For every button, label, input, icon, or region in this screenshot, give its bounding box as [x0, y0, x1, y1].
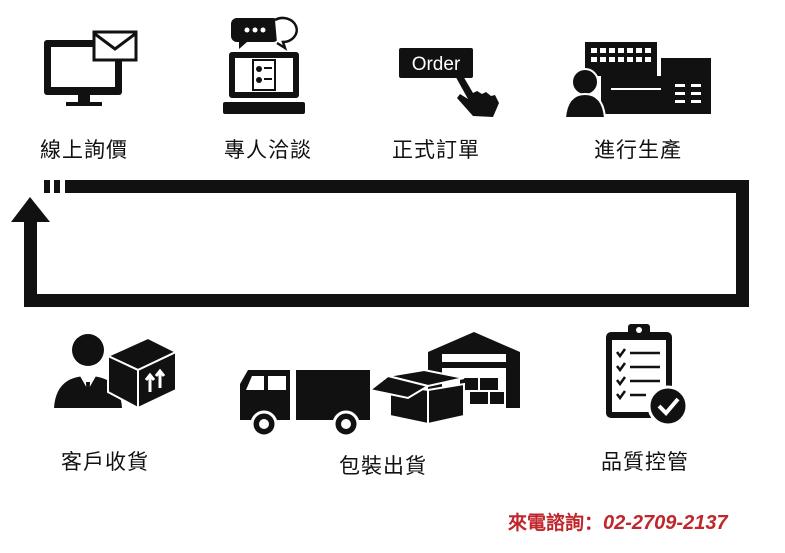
loop-top-line — [65, 180, 749, 193]
order-badge-text: Order — [412, 54, 461, 75]
step-customer-receive: 客戶收貨 — [50, 330, 180, 480]
clipboard-check-icon — [606, 324, 689, 427]
customer-package-icon — [54, 334, 179, 410]
loop-arrowhead — [11, 197, 50, 222]
step-label: 品質控管 — [601, 450, 689, 474]
factory-worker-icon — [565, 42, 711, 118]
step-label: 客戶收貨 — [61, 450, 149, 474]
phone-number[interactable]: 02-2709-2137 — [603, 512, 728, 534]
step-consultation: 專人洽談 — [215, 14, 325, 174]
loop-dash — [54, 180, 60, 193]
step-pack-ship: 包裝出貨 — [238, 328, 528, 478]
step-label: 線上詢價 — [40, 138, 128, 162]
step-formal-order: Order 正式訂單 — [392, 40, 505, 170]
step-label: 進行生產 — [594, 138, 682, 162]
step-label: 正式訂單 — [392, 138, 480, 162]
loop-left-line — [24, 220, 37, 307]
loop-dash — [44, 180, 50, 193]
step-label: 包裝出貨 — [339, 454, 427, 478]
step-quality-control: 品質控管 — [590, 322, 700, 474]
monitor-mail-icon — [44, 30, 138, 106]
contact-prefix: 來電諮詢： — [508, 512, 604, 534]
truck-warehouse-icon — [240, 332, 520, 438]
loop-right-line — [736, 180, 749, 307]
loop-bottom-line — [24, 294, 749, 307]
contact-line: 來電諮詢：02-2709-2137 — [508, 508, 728, 535]
order-button-hand-icon: Order — [399, 48, 499, 117]
step-online-inquiry: 線上詢價 — [40, 30, 140, 170]
step-production: 進行生產 — [565, 40, 735, 170]
step-label: 專人洽談 — [224, 138, 312, 162]
consultation-computer-icon — [223, 16, 305, 114]
